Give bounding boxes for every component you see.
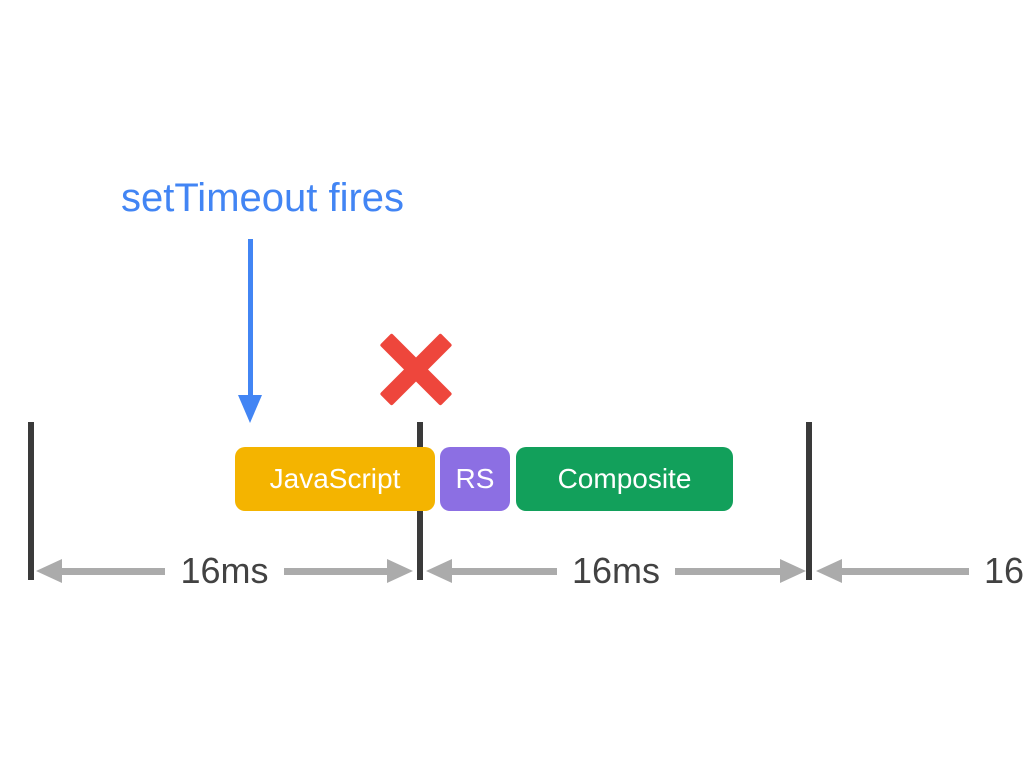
arrow-shaft (283, 567, 387, 575)
interval-arrow-2: 16ms (426, 550, 806, 591)
arrow-shaft (675, 567, 780, 575)
task-block-javascript: JavaScript (235, 447, 435, 511)
interval-label-2: 16ms (571, 550, 661, 591)
arrowhead-left-icon (816, 559, 842, 583)
arrowhead-right-icon (780, 559, 806, 583)
interval-label-3: 16 (983, 550, 1024, 591)
callout-label: setTimeout fires (121, 176, 405, 220)
frame-boundary-line-3 (806, 422, 812, 580)
task-block-composite-label: Composite (557, 463, 692, 494)
callout-down-arrow-icon (238, 239, 263, 423)
task-block-rs-label: RS (455, 463, 495, 494)
arrowhead-left-icon (36, 559, 62, 583)
task-block-rs: RS (440, 447, 510, 511)
arrowhead-right-icon (387, 559, 413, 583)
arrow-shaft (452, 567, 557, 575)
arrow-shaft (842, 567, 969, 575)
interval-label-1: 16ms (180, 550, 269, 591)
interval-arrow-1: 16ms (36, 550, 413, 591)
task-block-composite: Composite (516, 447, 733, 511)
arrow-shaft (62, 567, 166, 575)
frame-boundary-line-1 (28, 422, 34, 580)
arrowhead-left-icon (426, 559, 452, 583)
task-block-javascript-label: JavaScript (269, 463, 401, 494)
interval-arrow-3: 16 (816, 550, 1024, 591)
dropped-frame-x-icon (384, 338, 448, 402)
